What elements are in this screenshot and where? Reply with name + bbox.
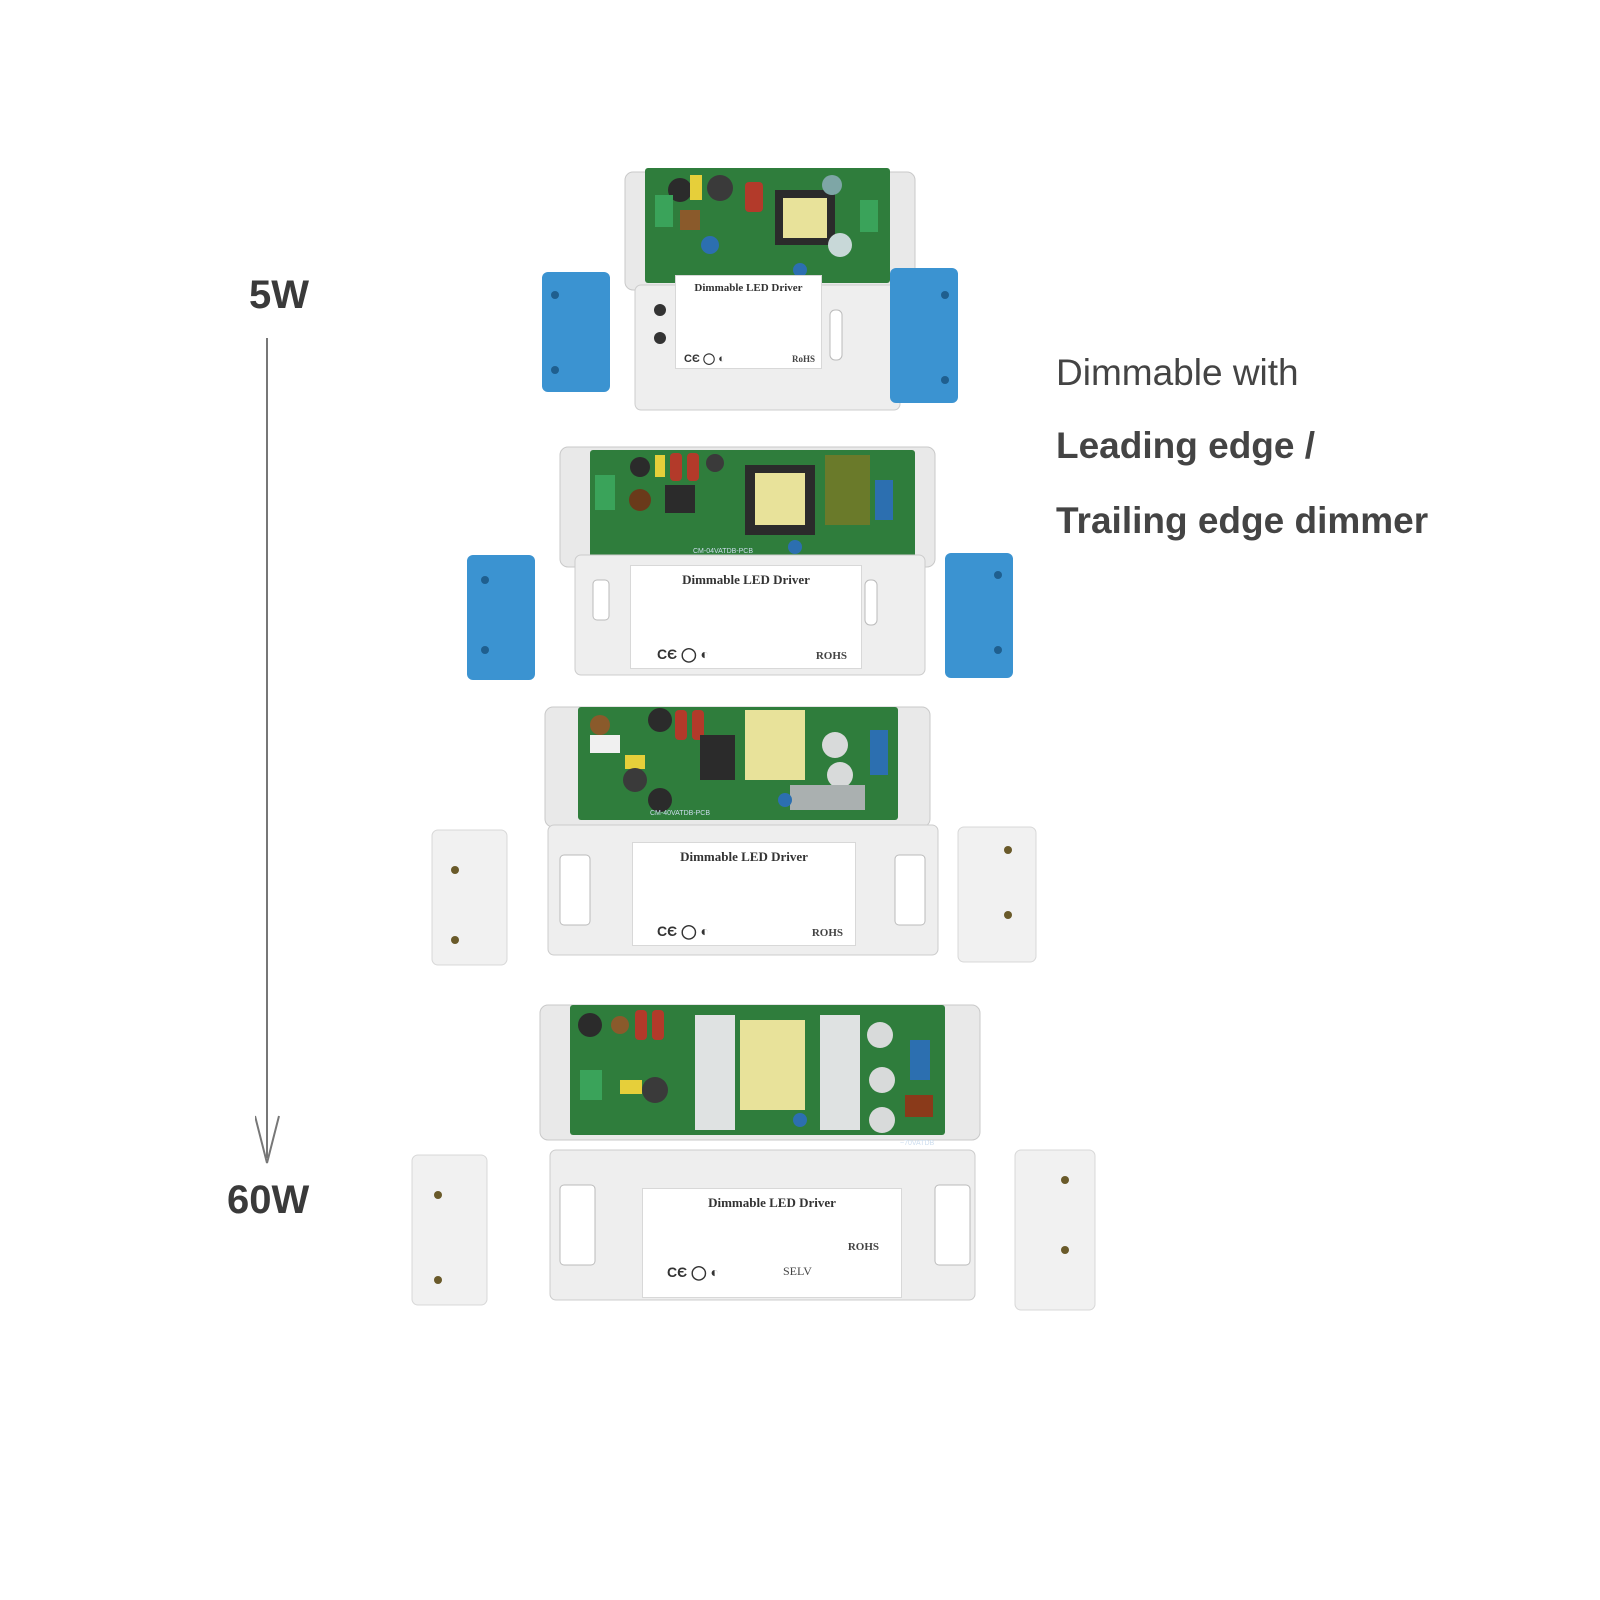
led-driver-3: CM-40VATDB-PCB Dimmable LED Driver ROHS … — [430, 705, 1050, 980]
product-label-title: Dimmable LED Driver — [682, 572, 810, 587]
rohs-mark: ROHS — [811, 927, 843, 939]
caption-line-1: Dimmable with — [1056, 352, 1299, 393]
rohs-mark: RoHS — [791, 354, 815, 364]
product-label-3: Dimmable LED Driver ROHS CЄ ◯ ◐ — [632, 842, 856, 946]
product-label-2: Dimmable LED Driver ROHS CЄ ◯ ◐ — [630, 565, 862, 669]
product-label-5w: Dimmable LED Driver RoHS CЄ ◯ ◐ — [675, 275, 822, 369]
selv-mark: SELV — [783, 1264, 812, 1278]
led-driver-2: CM-04VATDB-PCB Dimmable LED Driver ROHS … — [465, 445, 1025, 695]
pcb-marking-2: CM-04VATDB-PCB — [693, 548, 753, 555]
range-label-min: 5W — [249, 273, 309, 317]
pcb-marking-3: CM-40VATDB-PCB — [650, 810, 710, 817]
range-arrow-icon — [255, 338, 280, 1164]
led-driver-60w: ~70VATDB Dimmable LED Driver ROHS CЄ ◯ ◐… — [410, 1000, 1105, 1320]
caption-line-2: Leading edge / — [1056, 425, 1316, 466]
caption-line-3: Trailing edge dimmer — [1056, 500, 1429, 541]
ce-mark-icon: CЄ ◯ ◐ — [657, 923, 709, 939]
ce-mark-icon: CЄ ◯ ◐ — [667, 1264, 719, 1280]
rohs-mark: ROHS — [847, 1241, 879, 1253]
product-label-60w: Dimmable LED Driver ROHS CЄ ◯ ◐ SELV — [642, 1188, 902, 1298]
range-label-max: 60W — [227, 1178, 310, 1222]
ce-mark-icon: CЄ ◯ ◐ — [657, 646, 709, 662]
product-label-title: Dimmable LED Driver — [680, 849, 808, 864]
product-label-title: Dimmable LED Driver — [708, 1195, 836, 1210]
ce-mark-icon: CЄ ◯ ◐ — [684, 353, 725, 365]
pcb-marking-4: ~70VATDB — [900, 1140, 935, 1147]
rohs-mark: ROHS — [815, 650, 847, 662]
product-label-title: Dimmable LED Driver — [694, 282, 803, 294]
led-driver-5w: Dimmable LED Driver RoHS CЄ ◯ ◐ — [540, 160, 980, 420]
